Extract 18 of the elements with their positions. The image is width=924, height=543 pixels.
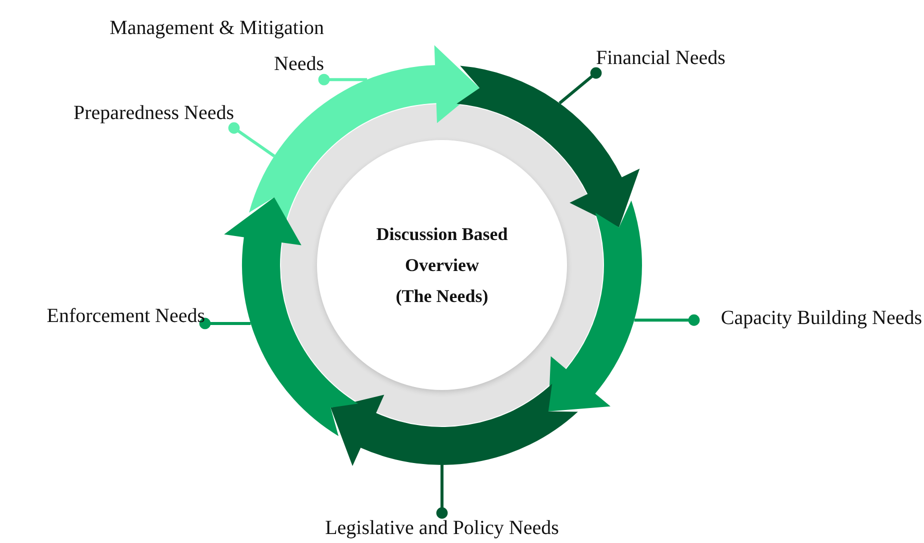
leader-line xyxy=(634,314,700,326)
cycle-segment xyxy=(456,66,640,228)
cycle-segment xyxy=(548,200,642,412)
needs-label: Legislative and Policy Needs xyxy=(325,517,559,539)
needs-label: Management & Mitigation Needs xyxy=(110,17,324,75)
center-title: (The Needs) xyxy=(394,284,490,308)
cycle-segment xyxy=(224,197,358,436)
needs-label: Preparedness Needs xyxy=(74,102,234,124)
leader-line xyxy=(436,465,448,519)
leader-line xyxy=(558,67,602,104)
needs-label: Enforcement Needs xyxy=(46,305,205,327)
leader-line xyxy=(199,318,251,330)
needs-label: Capacity Building Needs xyxy=(720,307,922,329)
center-title: Discussion Based Overview xyxy=(375,222,509,276)
leader-line xyxy=(228,122,276,158)
needs-label: Financial Needs xyxy=(596,47,726,69)
leader-line xyxy=(318,74,368,86)
cycle-segment xyxy=(330,384,578,466)
